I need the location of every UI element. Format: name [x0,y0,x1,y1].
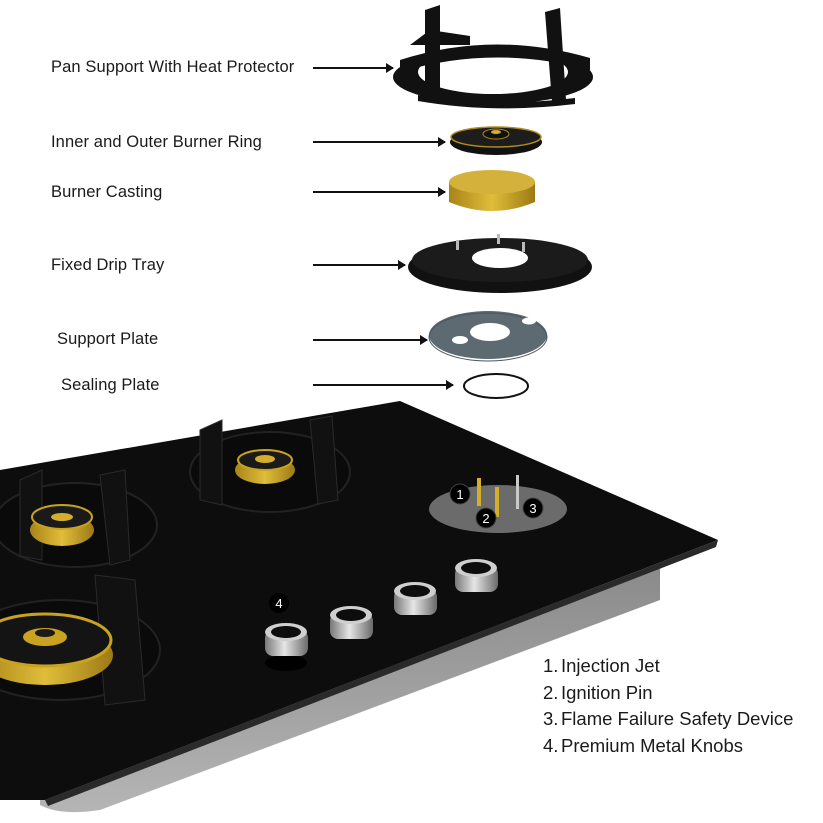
svg-text:2: 2 [482,511,489,526]
callout-4-icon: 4 [269,593,289,613]
callout-1-icon: 1 [449,483,471,505]
svg-text:3: 3 [529,501,536,516]
callout-2-icon: 2 [475,507,497,529]
legend-number: 3. [543,708,559,730]
arrow-icon [313,335,428,345]
legend-number: 4. [543,735,559,757]
legend-item: 4. Premium Metal Knobs [543,733,793,760]
knob-4-icon [455,559,498,592]
support-plate-icon [428,311,548,362]
arrow-icon [313,137,446,147]
burner-wok-icon [0,574,161,706]
part-label: Pan Support With Heat Protector [51,58,295,76]
part-label: Sealing Plate [61,376,160,394]
knob-2-icon [330,606,373,639]
legend-text: Injection Jet [561,655,660,676]
burner-casting-icon [449,170,535,211]
burner-ring-icon [450,126,542,155]
part-label: Inner and Outer Burner Ring [51,133,262,151]
arrow-icon [313,380,454,390]
burner-rear-icon [189,415,351,513]
arrow-icon [313,63,394,73]
callout-3-icon: 3 [522,497,544,519]
knob-3-icon [394,582,437,615]
legend-text: Premium Metal Knobs [561,735,743,757]
knob-1-icon [265,623,308,671]
part-label: Support Plate [57,330,159,348]
drip-tray-icon [408,234,592,293]
arrow-icon [313,187,446,197]
svg-text:1: 1 [456,487,463,502]
components-legend: 1. Injection Jet 2. Ignition Pin 3. Flam… [543,653,793,760]
arrow-icon [313,260,406,270]
legend-number: 2. [543,681,559,703]
legend-item: 3. Flame Failure Safety Device [543,706,793,733]
sealing-plate-icon [463,373,529,399]
part-label: Fixed Drip Tray [51,256,165,274]
burner-left-icon [0,469,158,568]
svg-text:4: 4 [275,596,282,611]
legend-text: Flame Failure Safety Device [561,708,794,730]
knobs-group [265,559,498,671]
legend-number: 1. [543,655,559,676]
legend-item: 1. Injection Jet [543,653,793,680]
pan-support-icon [393,5,593,109]
legend-item: 2. Ignition Pin [543,680,793,707]
part-label: Burner Casting [51,183,163,201]
legend-text: Ignition Pin [561,681,653,703]
